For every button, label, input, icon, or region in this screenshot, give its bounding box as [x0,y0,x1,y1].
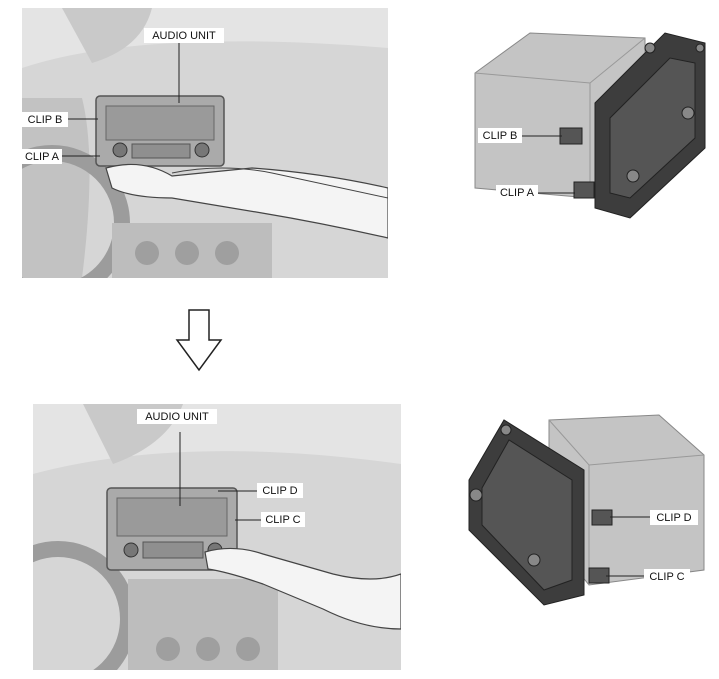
clip-d-unit-label: CLIP D [656,512,691,524]
clip-d-label: CLIP D [262,485,297,497]
top-removal-illustration: AUDIO UNIT CLIP B CLIP A [22,8,388,278]
clip-a-label: CLIP A [25,151,60,163]
bottom-unit-clips-illustration: CLIP D CLIP C [464,410,712,610]
bottom-removal-illustration: AUDIO UNIT CLIP D CLIP C [33,404,401,670]
clip-c-label: CLIP C [265,514,300,526]
clip-b-unit-label: CLIP B [483,130,518,142]
top-unit-clips-illustration: CLIP B CLIP A [470,28,710,223]
down-arrow-icon [175,308,223,372]
clip-c-unit-label: CLIP C [649,571,684,583]
audio-unit-label: AUDIO UNIT [152,30,216,42]
clip-b-label: CLIP B [28,114,63,126]
clip-a-unit-label: CLIP A [500,187,535,199]
audio-unit-label-2: AUDIO UNIT [145,411,209,423]
